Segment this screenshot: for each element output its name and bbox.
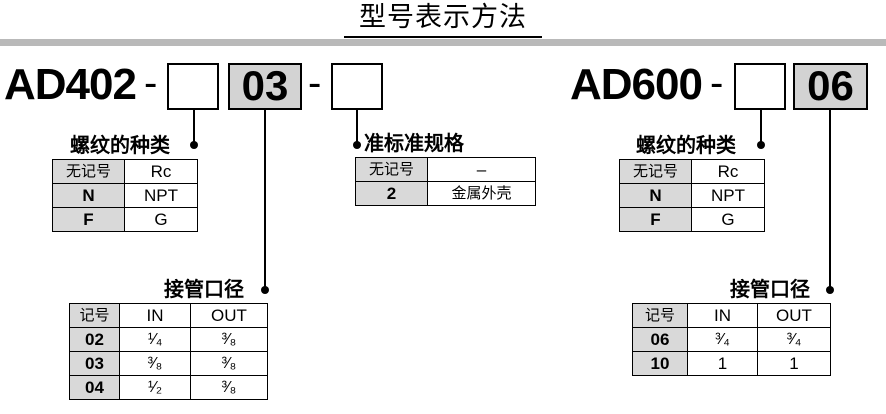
table-cell: 无记号 bbox=[52, 159, 125, 184]
table-row: 记号 IN OUT bbox=[632, 303, 831, 328]
table-cell: ¹⁄₂ bbox=[119, 375, 191, 400]
table-row: 无记号 Rc bbox=[619, 159, 765, 184]
connector-dot bbox=[757, 141, 765, 149]
table-cell: 06 bbox=[632, 327, 688, 352]
table-header-cell: 记号 bbox=[69, 303, 120, 328]
table-row: 02 ¹⁄₄ ³⁄₈ bbox=[69, 327, 268, 352]
table-header-cell: IN bbox=[119, 303, 191, 328]
table-row: 无记号 Rc bbox=[52, 159, 198, 184]
thread-connector-line bbox=[760, 110, 762, 145]
table-cell: 02 bbox=[69, 327, 120, 352]
table-cell: 03 bbox=[69, 351, 120, 376]
table-cell: 1 bbox=[757, 351, 831, 376]
thread-type-label: 螺纹的种类 bbox=[636, 133, 736, 157]
table-cell: ³⁄₄ bbox=[687, 327, 758, 352]
table-cell: ³⁄₈ bbox=[119, 351, 191, 376]
table-cell: 金属外壳 bbox=[427, 181, 536, 206]
thread-type-table: 无记号 Rc N NPT F G bbox=[52, 159, 198, 232]
table-row: 03 ³⁄₈ ³⁄₈ bbox=[69, 351, 268, 376]
table-cell: ³⁄₈ bbox=[190, 375, 268, 400]
table-cell: ³⁄₈ bbox=[190, 351, 268, 376]
table-cell: ³⁄₈ bbox=[190, 327, 268, 352]
table-row: 无记号 – bbox=[355, 157, 536, 182]
table-row: F G bbox=[52, 207, 198, 232]
port-size-label: 接管口径 bbox=[730, 277, 810, 301]
connector-dot bbox=[261, 286, 269, 294]
model-code-ad600: AD600 bbox=[570, 60, 703, 109]
table-cell: N bbox=[52, 183, 125, 208]
table-header-cell: OUT bbox=[190, 303, 268, 328]
table-row: N NPT bbox=[52, 183, 198, 208]
thread-type-label: 螺纹的种类 bbox=[70, 133, 170, 157]
table-cell: 10 bbox=[632, 351, 688, 376]
table-cell: ¹⁄₄ bbox=[119, 327, 191, 352]
port-connector-line bbox=[264, 110, 266, 290]
title-underline bbox=[344, 36, 542, 38]
table-cell: F bbox=[52, 207, 125, 232]
table-cell: Rc bbox=[691, 159, 765, 184]
standard-connector-line bbox=[356, 110, 358, 145]
page-title: 型号表示方法 bbox=[359, 2, 527, 33]
table-row: 10 1 1 bbox=[632, 351, 831, 376]
port-size-table: 记号 IN OUT 02 ¹⁄₄ ³⁄₈ 03 ³⁄₈ ³⁄₈ 04 ¹⁄₂ ³… bbox=[69, 303, 268, 400]
table-header-cell: IN bbox=[687, 303, 758, 328]
thread-type-table: 无记号 Rc N NPT F G bbox=[619, 159, 765, 232]
table-row: N NPT bbox=[619, 183, 765, 208]
table-cell: N bbox=[619, 183, 692, 208]
table-cell: 2 bbox=[355, 181, 428, 206]
model-code-ad402: AD402 bbox=[4, 60, 137, 109]
table-row: 2 金属外壳 bbox=[355, 181, 536, 206]
port-code-box: 03 bbox=[228, 63, 302, 110]
header-rule bbox=[0, 39, 886, 46]
table-cell: F bbox=[619, 207, 692, 232]
table-cell: – bbox=[427, 157, 536, 182]
model-separator: - bbox=[144, 61, 158, 105]
semi-standard-table: 无记号 – 2 金属外壳 bbox=[355, 157, 536, 206]
table-header-cell: OUT bbox=[757, 303, 831, 328]
thread-connector-line bbox=[193, 110, 195, 145]
table-row: 06 ³⁄₄ ³⁄₄ bbox=[632, 327, 831, 352]
table-cell: 1 bbox=[687, 351, 758, 376]
table-cell: NPT bbox=[691, 183, 765, 208]
connector-dot bbox=[353, 141, 361, 149]
table-cell: G bbox=[691, 207, 765, 232]
port-connector-line bbox=[829, 110, 831, 290]
connector-dot bbox=[190, 141, 198, 149]
port-size-label: 接管口径 bbox=[164, 277, 244, 301]
semi-standard-label: 准标准规格 bbox=[364, 131, 464, 155]
table-row: 04 ¹⁄₂ ³⁄₈ bbox=[69, 375, 268, 400]
standard-code-box bbox=[331, 63, 383, 110]
port-code-box: 06 bbox=[793, 63, 868, 110]
table-cell: NPT bbox=[124, 183, 198, 208]
connector-dot bbox=[826, 286, 834, 294]
table-cell: Rc bbox=[124, 159, 198, 184]
table-cell: 无记号 bbox=[619, 159, 692, 184]
table-cell: 04 bbox=[69, 375, 120, 400]
model-separator: - bbox=[710, 61, 724, 105]
thread-code-box bbox=[734, 63, 786, 110]
table-cell: G bbox=[124, 207, 198, 232]
table-row: F G bbox=[619, 207, 765, 232]
model-separator: - bbox=[308, 61, 322, 105]
thread-code-box bbox=[167, 63, 219, 110]
port-size-table: 记号 IN OUT 06 ³⁄₄ ³⁄₄ 10 1 1 bbox=[632, 303, 831, 376]
table-cell: 无记号 bbox=[355, 157, 428, 182]
table-header-cell: 记号 bbox=[632, 303, 688, 328]
table-row: 记号 IN OUT bbox=[69, 303, 268, 328]
table-cell: ³⁄₄ bbox=[757, 327, 831, 352]
